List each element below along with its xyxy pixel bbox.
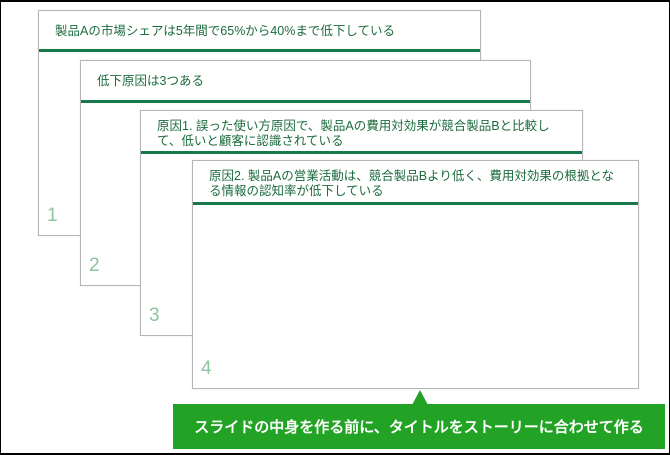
title-rule xyxy=(193,202,638,205)
callout-pointer-icon xyxy=(412,390,428,405)
slide-number: 3 xyxy=(149,305,160,326)
title-rule xyxy=(81,100,530,103)
slide-title: 原因1. 誤った使い方原因で、製品Aの費用対効果が競合製品Bと比較して、低いと顧… xyxy=(157,118,550,148)
title-rule xyxy=(39,49,480,52)
callout-box: スライドの中身を作る前に、タイトルをストーリーに合わせて作る xyxy=(173,404,665,449)
title-rule xyxy=(141,151,582,154)
slide-4: 原因2. 製品Aの営業活動は、競合製品Bより低く、費用対効果の根拠となる情報の認… xyxy=(192,160,639,389)
slide-number: 1 xyxy=(47,205,58,226)
slide-title: 低下原因は3つある xyxy=(97,73,204,88)
slide-title: 製品Aの市場シェアは5年間で65%から40%まで低下している xyxy=(55,23,395,38)
slide-number: 4 xyxy=(201,358,212,379)
slide-title: 原因2. 製品Aの営業活動は、競合製品Bより低く、費用対効果の根拠となる情報の認… xyxy=(209,169,614,198)
slide-number: 2 xyxy=(89,255,100,276)
